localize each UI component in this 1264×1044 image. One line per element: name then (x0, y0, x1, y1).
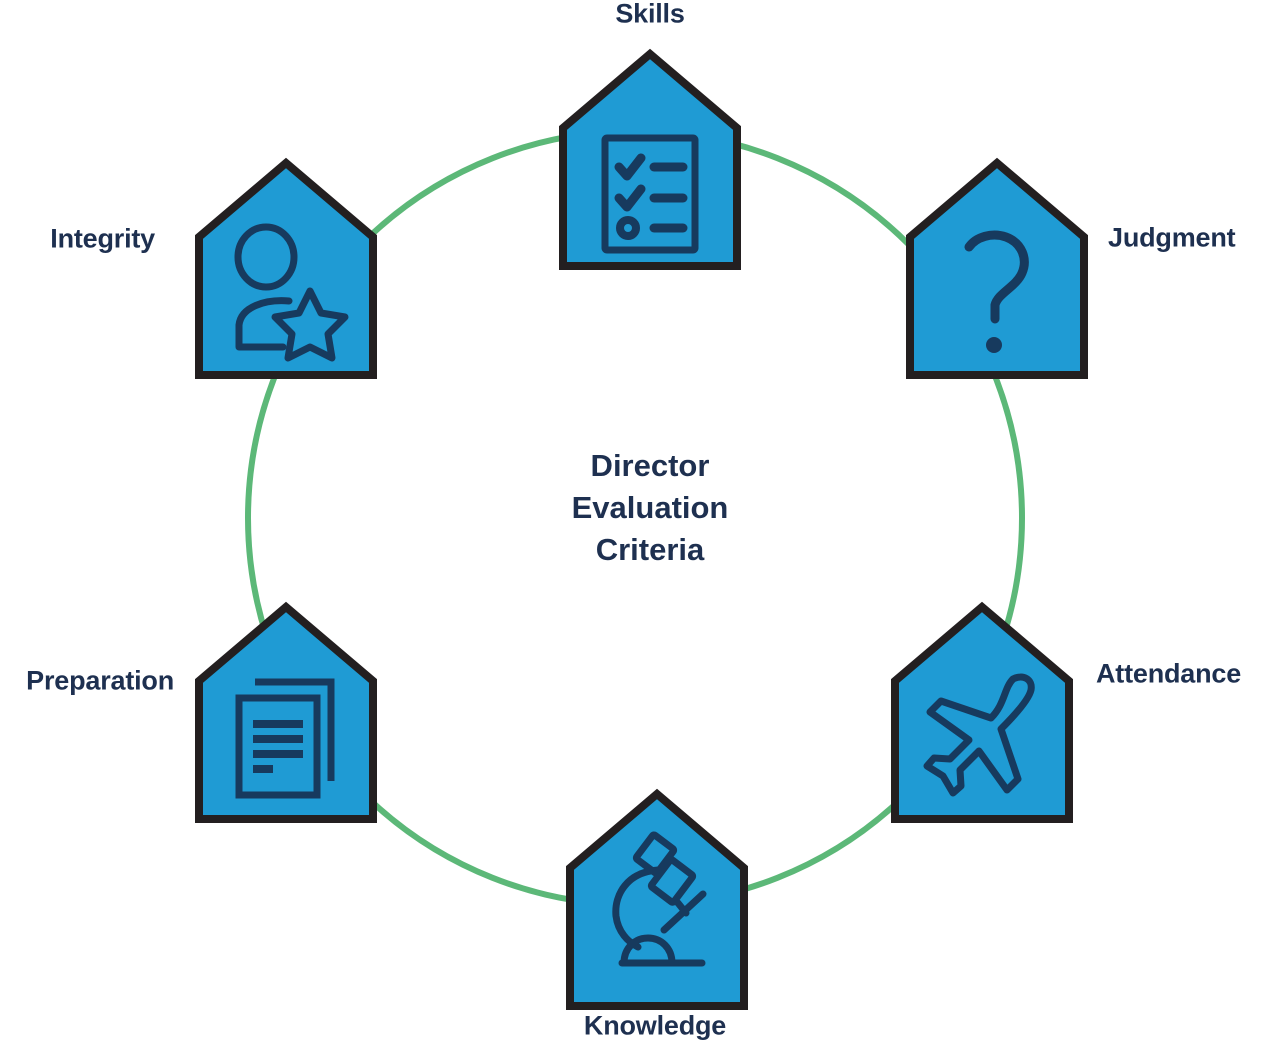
node-attendance[interactable] (891, 601, 1073, 823)
center-title-line-2: Evaluation (571, 490, 729, 526)
microscope-icon (612, 831, 707, 967)
label-knowledge: Knowledge (583, 1010, 727, 1041)
node-judgment[interactable] (906, 157, 1088, 379)
question-mark-icon (964, 230, 1029, 353)
checklist-icon (601, 134, 699, 254)
center-title-line-1: Director (590, 448, 710, 484)
node-knowledge[interactable] (566, 788, 748, 1010)
pentagon-shape (195, 157, 377, 379)
node-preparation[interactable] (195, 601, 377, 823)
pentagon-shape (195, 601, 377, 823)
pentagon-shape (906, 157, 1088, 379)
label-judgment: Judgment (1108, 222, 1236, 253)
person-star-icon (234, 223, 349, 362)
center-title: Director Evaluation Criteria (572, 445, 729, 571)
pentagon-shape (566, 788, 748, 1010)
pentagon-shape (559, 48, 741, 270)
label-preparation: Preparation (26, 665, 174, 696)
label-attendance: Attendance (1096, 658, 1242, 689)
documents-icon (235, 678, 335, 799)
center-title-line-3: Criteria (595, 531, 705, 567)
label-integrity: Integrity (50, 223, 155, 254)
node-integrity[interactable] (195, 157, 377, 379)
node-skills[interactable] (559, 48, 741, 270)
label-skills: Skills (615, 0, 685, 29)
airplane-icon (923, 673, 1035, 797)
